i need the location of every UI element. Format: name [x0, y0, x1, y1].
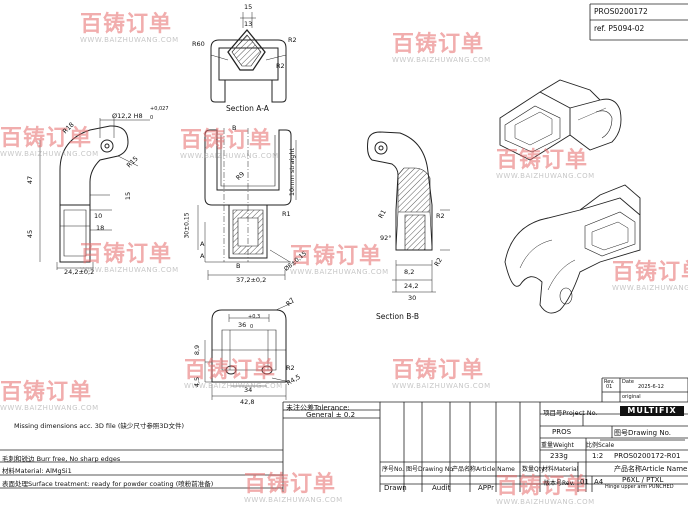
- section-bb-title: Section B-B: [376, 312, 419, 321]
- multifix-logo-text: MULTIFIX: [620, 406, 684, 416]
- tolerance-label: 未注公差Tolerance:: [286, 404, 350, 412]
- article-sub: Hinge upper arm PUNCHED: [605, 484, 674, 490]
- dim-label: 45: [26, 229, 35, 239]
- dim-label: R2: [288, 36, 297, 44]
- dim-label: 10: [94, 212, 103, 220]
- rev-label: Rev.: [604, 379, 615, 385]
- rev-value: 01: [606, 384, 613, 390]
- title-block-grid: [0, 3, 688, 492]
- appr-label: APPr: [478, 484, 494, 492]
- drawing-value: PROS0200172-R01: [614, 452, 681, 460]
- front-view: [197, 128, 297, 280]
- dim-label: 4,5: [193, 376, 202, 388]
- dim-label: 15: [124, 191, 133, 201]
- dim-label: 15: [244, 3, 253, 11]
- dim-label: 8,2: [404, 268, 415, 276]
- article-value: P6XL / PTXL: [622, 476, 664, 484]
- dim-label: A: [200, 252, 205, 260]
- dim-label: 8,9: [193, 344, 202, 356]
- dim-label: R2: [286, 364, 295, 372]
- iso-view-lower: [504, 184, 641, 314]
- iso-view-upper: [499, 79, 622, 161]
- rev2-value: 01: [580, 478, 589, 486]
- dim-label: 0: [150, 115, 154, 121]
- col-mat: 材料Material: [542, 466, 579, 473]
- dim-label: 10mm straight: [288, 147, 297, 197]
- section-aa-view: [210, 12, 287, 103]
- original-label: original: [622, 394, 641, 400]
- project-label: 项目号Project No.: [543, 409, 598, 417]
- dim-label: 92°: [380, 234, 392, 242]
- dim-label: 37,2±0,2: [236, 276, 267, 284]
- dim-label: R2: [436, 212, 445, 220]
- drawn-label: Drawn: [384, 484, 407, 492]
- col-pos: 序号No.: [382, 466, 404, 473]
- header-code: PROS0200172: [594, 7, 648, 16]
- article-label: 产品名称Article Name: [614, 465, 688, 473]
- dim-label: 24,2: [404, 282, 419, 290]
- scale-label: 比例Scale: [586, 442, 615, 449]
- dim-label: B: [236, 262, 241, 270]
- dim-label: 18: [96, 224, 105, 232]
- dim-label: Ø12,2 H8: [112, 112, 143, 120]
- section-aa-title: Section A-A: [226, 104, 269, 113]
- dim-label: 30: [408, 294, 417, 302]
- scale-value: 1:2: [592, 452, 604, 460]
- dim-label: R2: [276, 62, 285, 70]
- dim-label: 30±0,15: [183, 212, 191, 239]
- dim-label: 47: [26, 175, 35, 185]
- note-missing-dims: Missing dimensions acc. 3D file (缺少尺寸参照3…: [14, 422, 185, 430]
- date-label: Date: [622, 379, 634, 385]
- dim-label: 36: [238, 321, 247, 329]
- tolerance-value: General ± 0.2: [306, 411, 356, 419]
- note-surface: 表面处理Surface treatment: ready for powder …: [2, 480, 214, 488]
- weight-value: 233g: [550, 452, 568, 460]
- audit-label: Audit: [432, 484, 451, 492]
- rev2-label: 版本号Rev.: [544, 480, 575, 487]
- dim-label: B: [232, 124, 237, 132]
- col-qty: 数量Qty: [522, 466, 545, 473]
- date-value: 2025-6-12: [638, 384, 664, 390]
- project-value: PROS: [552, 428, 572, 436]
- col-drawing: 图号Drawing No.: [406, 466, 455, 473]
- bottom-view: [204, 301, 295, 400]
- dim-label: 13: [244, 20, 253, 28]
- header-ref: ref. P5094-02: [594, 24, 645, 33]
- dim-label: 0: [250, 324, 254, 330]
- side-view: [39, 118, 150, 270]
- dim-label: +0,3: [248, 314, 261, 320]
- col-article: 产品名称Article Name: [452, 466, 515, 473]
- note-burr: 毛刺和锐边 Burr free, No sharp edges: [2, 455, 121, 463]
- dim-label: 34: [244, 386, 253, 394]
- dim-label: A: [200, 240, 205, 248]
- section-bb-view: [367, 131, 450, 293]
- sheet-size: A4: [594, 478, 604, 486]
- dim-label: 42,8: [240, 398, 255, 406]
- note-material: 材料Material: AlMgSi1: [2, 467, 72, 475]
- dim-label: R60: [192, 40, 205, 48]
- dim-label: 24,2±0,2: [64, 268, 95, 276]
- dim-label: +0,027: [150, 106, 169, 112]
- drawing-label: 图号Drawing No.: [614, 429, 671, 437]
- dim-label: R1: [282, 210, 291, 218]
- weight-label: 重量Weight: [541, 442, 574, 449]
